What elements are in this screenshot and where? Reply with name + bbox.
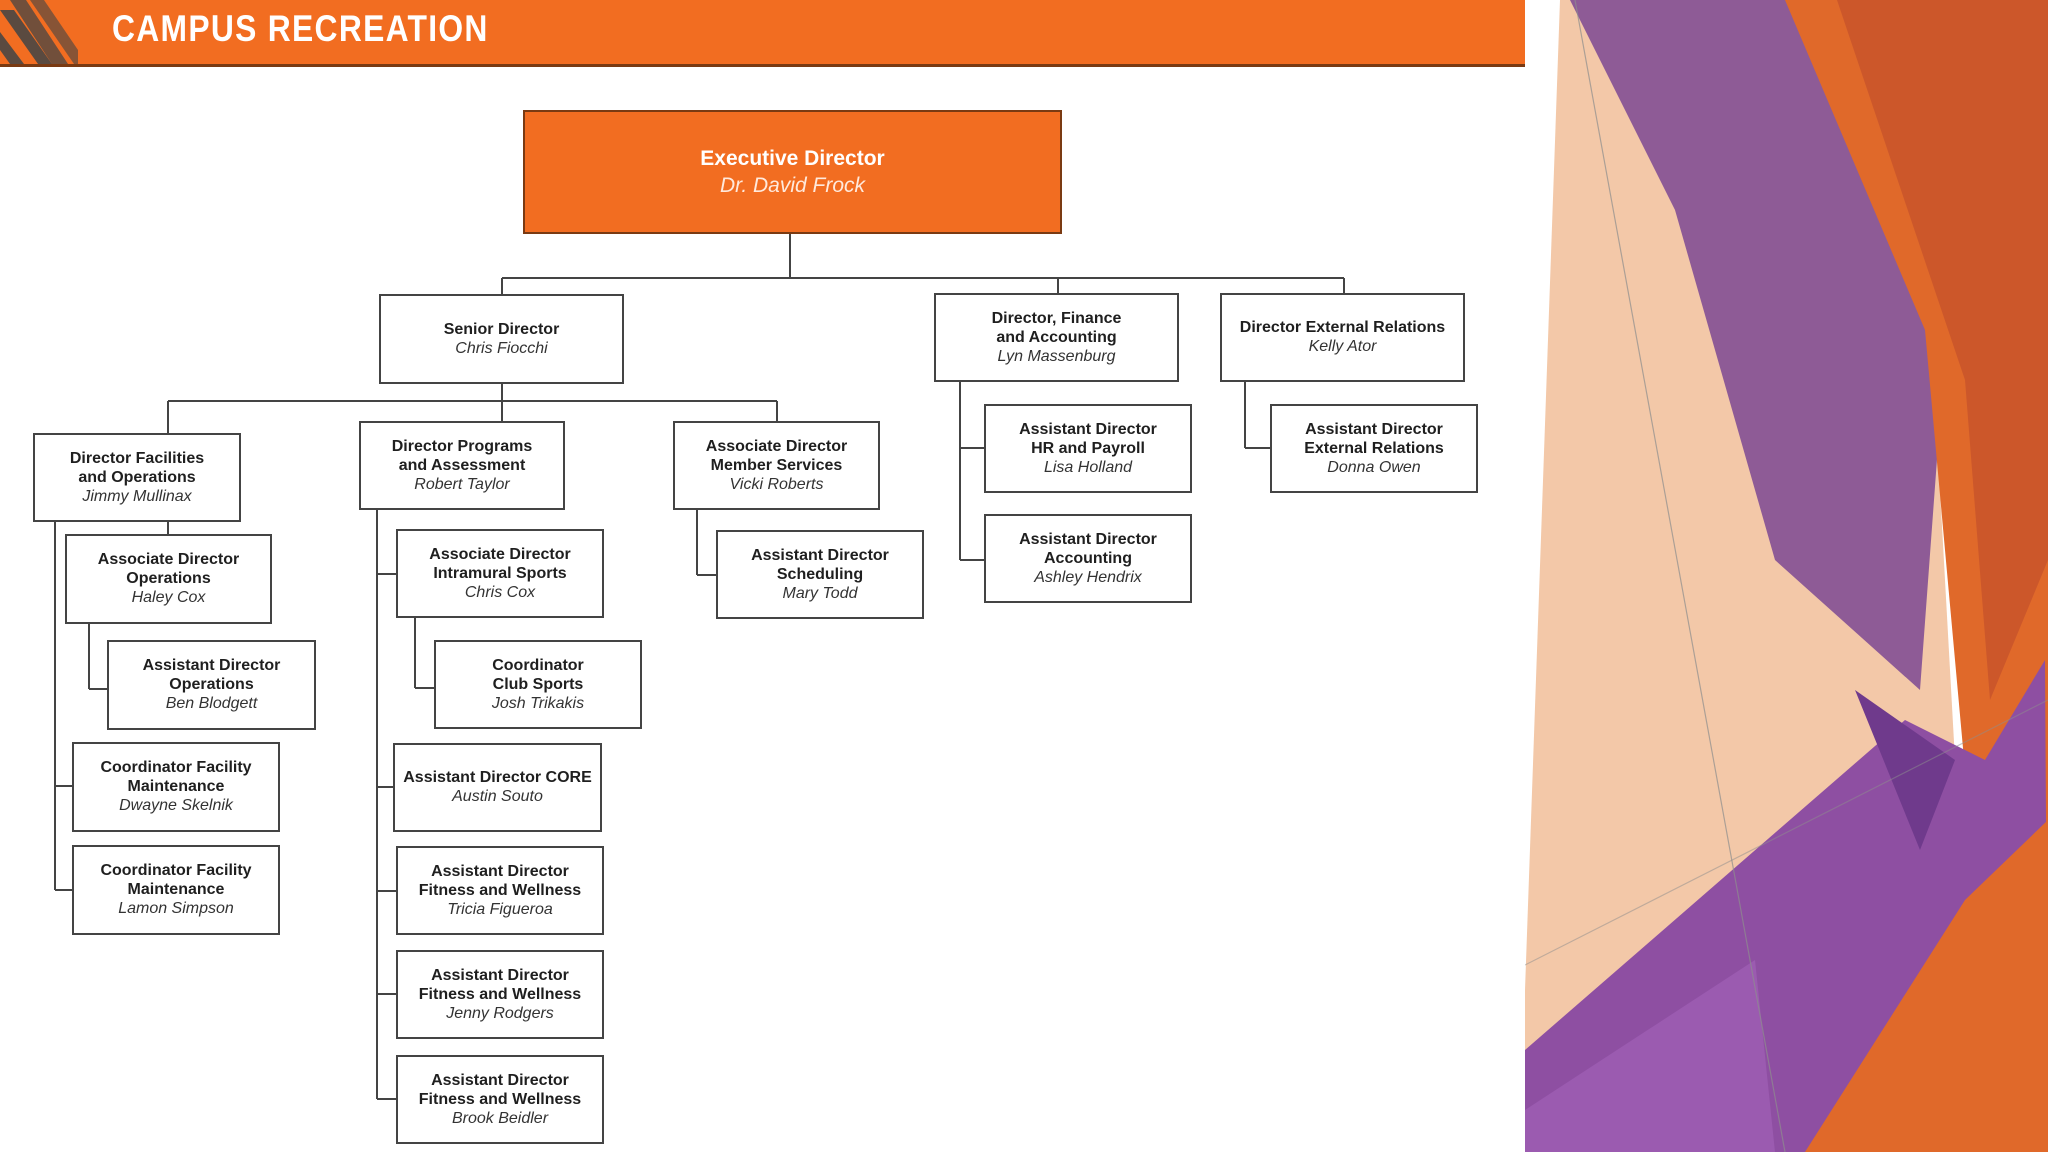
node-title: Assistant Director Fitness and Wellness — [418, 862, 582, 899]
node-director-facilities: Director Facilities and Operations Jimmy… — [33, 433, 241, 522]
node-person: Dr. David Frock — [719, 174, 866, 197]
node-title: Assistant Director Scheduling — [751, 546, 889, 583]
node-person: Jenny Rodgers — [446, 1004, 554, 1022]
org-chart-connectors — [54, 234, 1345, 1100]
node-title: Associate Director Member Services — [705, 437, 848, 474]
node-title: Assistant Director Accounting — [1019, 530, 1157, 567]
node-director-external: Director External Relations Kelly Ator — [1220, 293, 1465, 382]
node-title: Director External Relations — [1239, 319, 1446, 336]
node-person: Chris Cox — [464, 583, 536, 601]
node-person: Lyn Massenburg — [997, 347, 1116, 365]
node-coordinator-facility-1: Coordinator Facility Maintenance Dwayne … — [72, 742, 280, 832]
node-assistant-hr-payroll: Assistant Director HR and Payroll Lisa H… — [984, 404, 1192, 493]
node-assistant-scheduling: Assistant Director Scheduling Mary Todd — [716, 530, 924, 619]
node-director-finance: Director, Finance and Accounting Lyn Mas… — [934, 293, 1179, 382]
header-banner: CAMPUS RECREATION — [0, 0, 1525, 67]
node-title: Director Programs and Assessment — [391, 437, 533, 474]
node-title: Coordinator Club Sports — [492, 656, 584, 693]
node-person: Donna Owen — [1327, 458, 1421, 476]
node-assistant-fitness-2: Assistant Director Fitness and Wellness … — [396, 950, 604, 1039]
node-person: Mary Todd — [782, 584, 858, 602]
node-director-programs: Director Programs and Assessment Robert … — [359, 421, 565, 510]
node-person: Haley Cox — [131, 589, 206, 606]
node-title: Coordinator Facility Maintenance — [100, 862, 252, 898]
node-person: Ben Blodgett — [165, 695, 258, 712]
node-title: Associate Director Operations — [97, 551, 240, 587]
node-person: Austin Souto — [452, 788, 543, 805]
node-title: Director Facilities and Operations — [69, 449, 205, 486]
node-person: Tricia Figueroa — [447, 900, 553, 918]
node-person: Vicki Roberts — [729, 475, 824, 493]
node-title: Coordinator Facility Maintenance — [100, 759, 252, 795]
node-person: Brook Beidler — [451, 1109, 549, 1127]
node-senior-director: Senior Director Chris Fiocchi — [379, 294, 624, 384]
node-associate-intramural: Associate Director Intramural Sports Chr… — [396, 529, 604, 618]
node-assistant-fitness-1: Assistant Director Fitness and Wellness … — [396, 846, 604, 935]
node-person: Kelly Ator — [1308, 338, 1377, 355]
node-title: Executive Director — [700, 147, 885, 170]
node-executive-director: Executive Director Dr. David Frock — [523, 110, 1062, 234]
node-title: Associate Director Intramural Sports — [429, 545, 571, 582]
node-person: Lamon Simpson — [118, 900, 234, 917]
node-title: Assistant Director External Relations — [1304, 420, 1444, 457]
node-assistant-external-relations: Assistant Director External Relations Do… — [1270, 404, 1478, 493]
decorative-shapes — [1525, 0, 2048, 1152]
node-person: Lisa Holland — [1043, 458, 1133, 476]
page-title: CAMPUS RECREATION — [112, 8, 489, 49]
node-coordinator-club-sports: Coordinator Club Sports Josh Trikakis — [434, 640, 642, 729]
node-title: Senior Director — [443, 320, 560, 338]
node-assistant-operations: Assistant Director Operations Ben Blodge… — [107, 640, 316, 730]
node-title: Director, Finance and Accounting — [991, 309, 1122, 346]
node-person: Jimmy Mullinax — [82, 487, 192, 505]
node-title: Assistant Director Operations — [142, 657, 281, 693]
stripes-decoration — [0, 0, 78, 64]
node-title: Assistant Director CORE — [403, 769, 592, 786]
node-assistant-fitness-3: Assistant Director Fitness and Wellness … — [396, 1055, 604, 1144]
node-person: Chris Fiocchi — [455, 339, 548, 357]
node-associate-member-services: Associate Director Member Services Vicki… — [673, 421, 880, 510]
node-title: Assistant Director Fitness and Wellness — [418, 1071, 582, 1108]
node-title: Assistant Director Fitness and Wellness — [418, 966, 582, 1003]
node-assistant-accounting: Assistant Director Accounting Ashley Hen… — [984, 514, 1192, 603]
node-person: Josh Trikakis — [491, 694, 585, 712]
node-title: Assistant Director HR and Payroll — [1019, 420, 1157, 457]
node-assistant-core: Assistant Director CORE Austin Souto — [393, 743, 602, 832]
node-coordinator-facility-2: Coordinator Facility Maintenance Lamon S… — [72, 845, 280, 935]
node-associate-operations: Associate Director Operations Haley Cox — [65, 534, 272, 624]
node-person: Dwayne Skelnik — [119, 797, 233, 814]
node-person: Ashley Hendrix — [1034, 568, 1142, 586]
node-person: Robert Taylor — [414, 475, 510, 493]
